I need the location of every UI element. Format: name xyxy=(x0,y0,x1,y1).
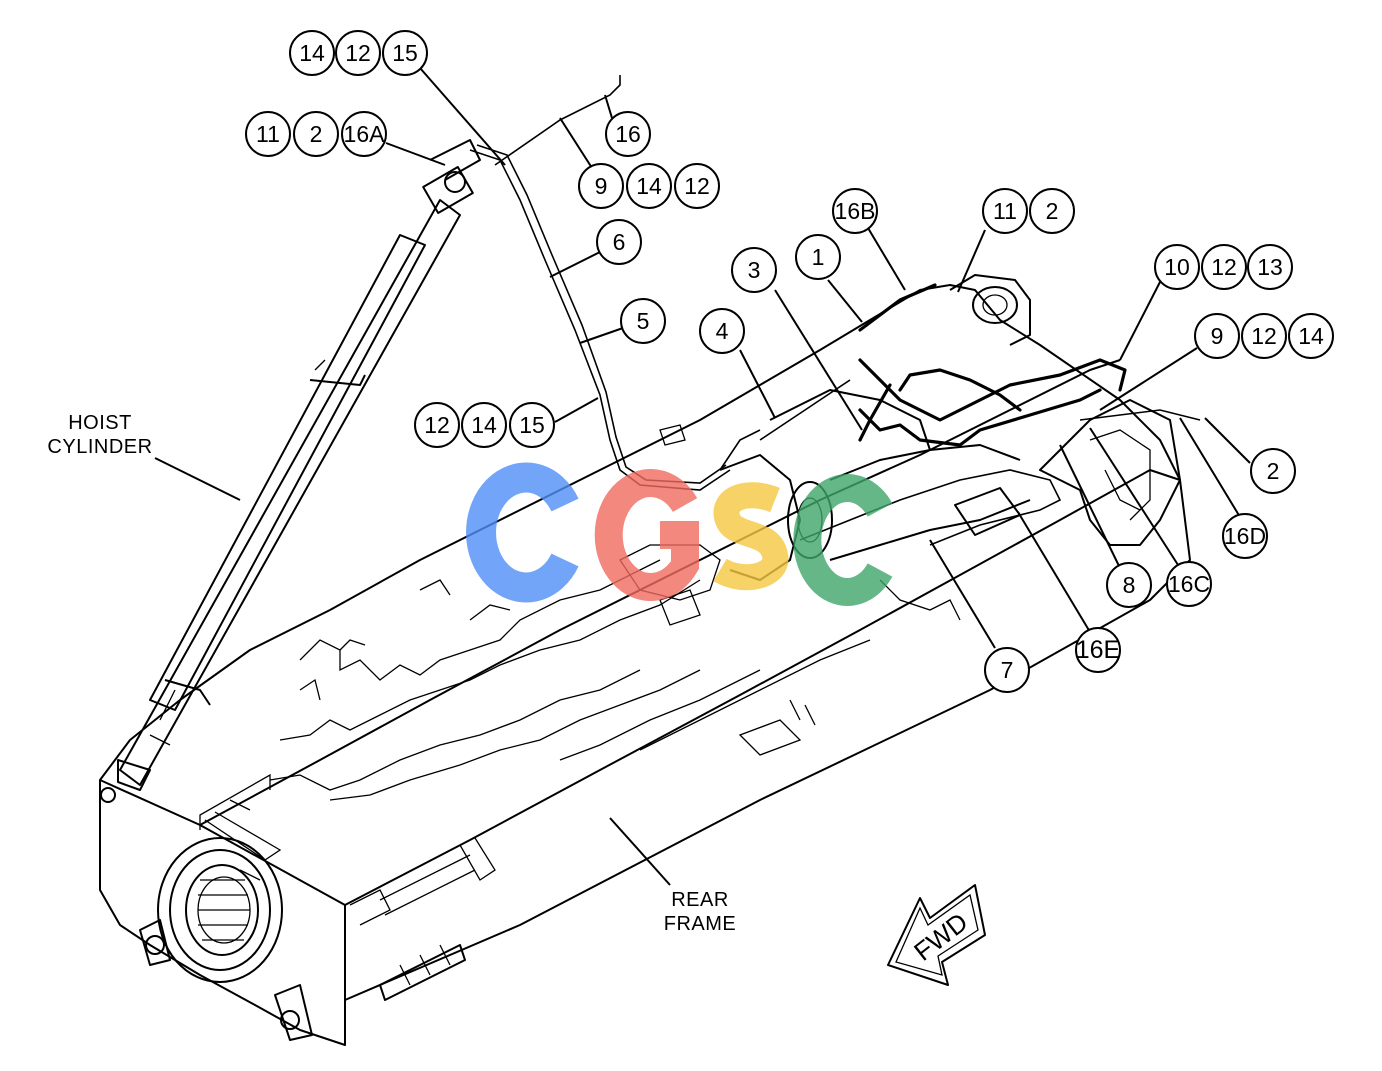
rear-frame-label-line2: FRAME xyxy=(664,913,737,935)
hoist-cylinder-label: HOIST CYLINDER xyxy=(47,412,152,458)
callout-group-3: 16 xyxy=(605,111,651,157)
callout-label: 2 xyxy=(1267,458,1280,484)
hoist-cylinder-label-line1: HOIST xyxy=(68,412,132,434)
watermark-letter-c2 xyxy=(793,474,893,606)
rear-frame-drawing xyxy=(99,274,1191,1046)
callout-group-18: 8 xyxy=(1106,562,1152,608)
callout-group-1: 14 12 15 xyxy=(289,30,428,76)
callout-label: 9 xyxy=(595,173,608,199)
callout-label: 2 xyxy=(1046,198,1059,224)
hoist-cylinder-drawing xyxy=(117,139,481,791)
callout-label: 12 xyxy=(684,173,710,199)
callout-group-9: 11 2 xyxy=(982,188,1075,234)
callout-label: 16B xyxy=(835,198,876,224)
tubes-and-harnesses xyxy=(469,75,1201,546)
callout-label: 4 xyxy=(716,318,729,344)
callout-group-14: 9 12 14 xyxy=(1194,313,1334,359)
callout-group-19: 16E xyxy=(1075,627,1121,673)
callout-label: 16D xyxy=(1224,523,1266,549)
callout-label: 7 xyxy=(1001,657,1014,683)
callout-group-8: 16B xyxy=(832,188,878,234)
callout-label: 5 xyxy=(637,308,650,334)
callout-group-20: 7 xyxy=(984,647,1030,693)
callout-label: 11 xyxy=(256,121,280,147)
callout-label: 14 xyxy=(299,40,325,66)
watermark-letter-s xyxy=(713,482,789,591)
watermark-letter-c1 xyxy=(466,462,579,603)
callout-label: 1 xyxy=(812,244,825,270)
callout-label: 14 xyxy=(1298,323,1324,349)
callout-label: 16C xyxy=(1168,571,1210,597)
callout-label: 6 xyxy=(613,229,626,255)
callout-label: 3 xyxy=(748,257,761,283)
callout-label: 16E xyxy=(1076,636,1120,664)
callout-label: 12 xyxy=(424,412,450,438)
callout-label: 16A xyxy=(344,121,386,147)
callout-group-5: 6 xyxy=(596,219,642,265)
callout-label: 10 xyxy=(1164,254,1190,280)
callout-label: 12 xyxy=(1251,323,1277,349)
callout-group-7: 12 14 15 xyxy=(414,402,555,448)
callout-group-4: 9 14 12 xyxy=(578,163,720,209)
callout-label: 15 xyxy=(519,412,545,438)
leader-lines xyxy=(154,67,1251,886)
rear-frame-label-line1: REAR xyxy=(671,889,729,911)
callout-group-17: 16C xyxy=(1166,561,1212,607)
callout-label: 11 xyxy=(993,198,1017,224)
fwd-arrow: FWD xyxy=(887,884,986,986)
watermark xyxy=(466,462,893,606)
callout-label: 9 xyxy=(1211,323,1224,349)
callout-group-10: 1 xyxy=(795,234,841,280)
callout-label: 14 xyxy=(636,173,662,199)
callout-label: 15 xyxy=(392,40,418,66)
rear-frame-label: REAR FRAME xyxy=(664,889,737,935)
callout-label: 16 xyxy=(615,121,641,147)
callout-label: 2 xyxy=(310,121,323,147)
callout-label: 13 xyxy=(1257,254,1283,280)
callout-group-2: 11 2 16A xyxy=(245,111,387,157)
callout-group-16: 16D xyxy=(1222,513,1268,559)
callout-group-11: 3 xyxy=(731,247,777,293)
hoist-cylinder-label-line2: CYLINDER xyxy=(47,436,152,458)
callout-group-12: 4 xyxy=(699,308,745,354)
watermark-letter-g xyxy=(594,469,699,601)
callout-label: 8 xyxy=(1123,572,1136,598)
callout-label: 12 xyxy=(1211,254,1237,280)
callout-group-6: 5 xyxy=(620,298,666,344)
callout-group-15: 2 xyxy=(1250,448,1296,494)
callout-label: 12 xyxy=(345,40,371,66)
callout-group-13: 10 12 13 xyxy=(1154,244,1293,290)
callout-label: 14 xyxy=(471,412,497,438)
